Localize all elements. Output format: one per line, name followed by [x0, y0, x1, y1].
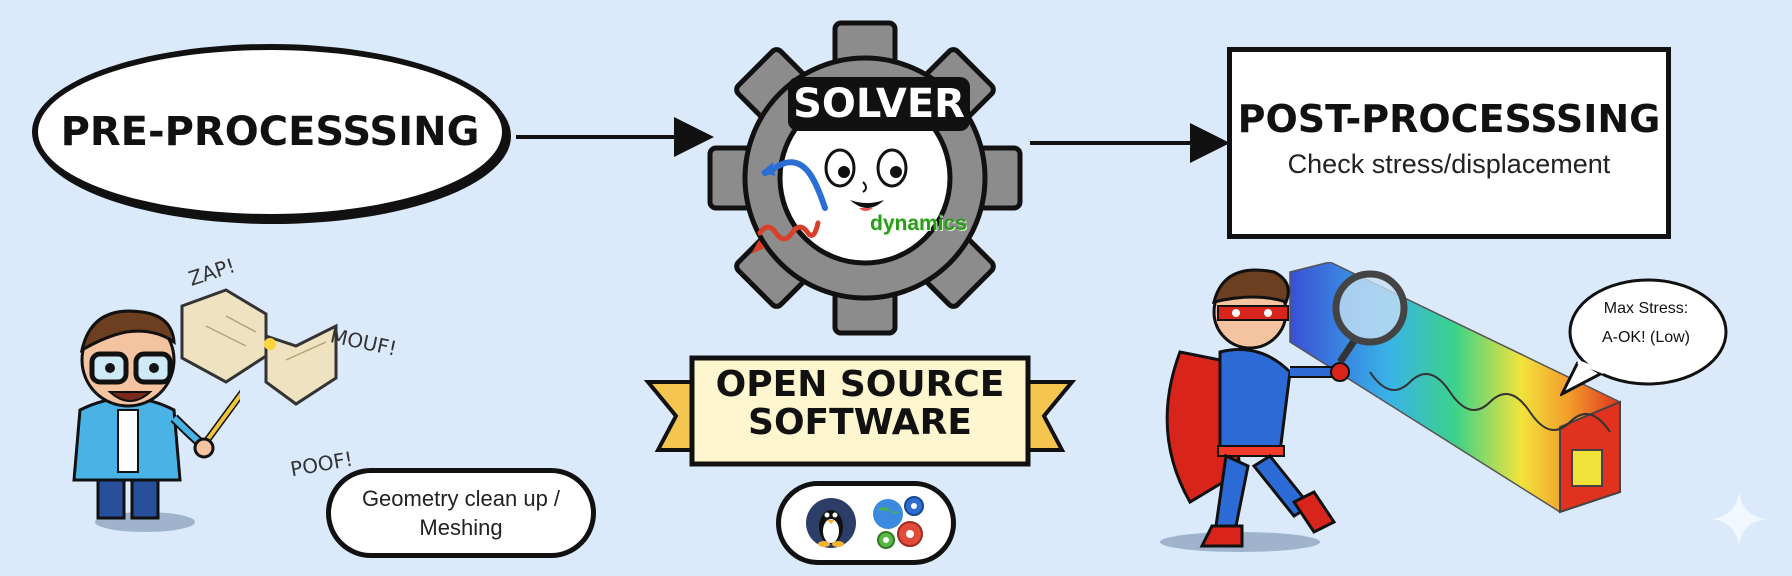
speech-bubble-text: Max Stress: A-OK! (Low)	[1566, 294, 1726, 352]
post-processing-subtitle: Check stress/displacement	[1287, 148, 1611, 179]
banner-line-1: OPEN SOURCE	[715, 364, 1005, 405]
solver-gear-icon	[707, 20, 1023, 336]
geometry-caption-line-2: Meshing	[419, 515, 503, 540]
superhero-inspection-icon	[1160, 262, 1621, 552]
pill-icons-art	[806, 496, 924, 549]
bubble-line-2: A-OK! (Low)	[1601, 329, 1690, 346]
pre-processing-title: PRE-PROCESSSING	[60, 109, 480, 155]
open-source-banner-text: OPEN SOURCE SOFTWARE	[690, 366, 1030, 442]
solver-title: SOLVER	[788, 77, 970, 131]
post-processing-title: POST-PROCESSSING	[1237, 96, 1661, 141]
pre-processing-box: PRE-PROCESSSING	[32, 44, 508, 220]
open-source-banner-icon	[643, 355, 1077, 467]
geometry-caption-line-1: Geometry clean up /	[361, 486, 561, 511]
engineer-character-icon	[72, 309, 240, 532]
banner-line-2: SOFTWARE	[748, 402, 972, 443]
globe-gears-icon	[873, 496, 924, 549]
speech-bubble-icon	[1560, 278, 1728, 396]
dynamics-label: dynamics	[870, 212, 967, 235]
post-processing-box: POST-PROCESSSING Check stress/displaceme…	[1227, 47, 1671, 239]
mesh-block-icon	[180, 288, 338, 406]
sparkle-icon	[1712, 492, 1766, 546]
bubble-line-1: Max Stress:	[1603, 300, 1689, 317]
linux-penguin-icon	[806, 498, 856, 548]
geometry-caption-pill: Geometry clean up / Meshing	[326, 468, 596, 558]
